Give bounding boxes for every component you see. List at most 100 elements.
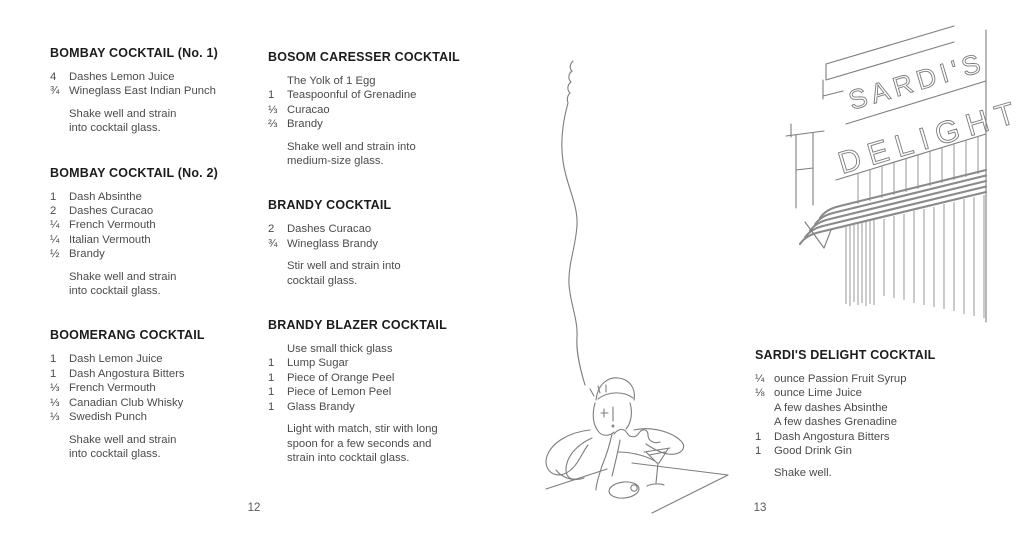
ingredient-name: Swedish Punch	[69, 411, 147, 424]
recipe-instructions: Shake well and strain into cocktail glass…	[50, 107, 245, 136]
ingredient-quantity: ¼	[755, 373, 765, 385]
beret	[595, 377, 635, 401]
ingredient-name: A few dashes Grenadine	[774, 416, 898, 429]
roof-fascia	[822, 25, 955, 100]
marquee-tube	[808, 179, 988, 233]
instruction-line: cocktail glass.	[287, 274, 358, 287]
recipe-title: BOMBAY COCKTAIL (No. 1)	[50, 46, 219, 60]
ingredient-quantity: ⅓	[268, 103, 278, 116]
ingredient-row: 1 Dash Angostura Bitters	[755, 430, 985, 444]
ingredient-row: The Yolk of 1 Egg	[268, 74, 478, 88]
awning-skirt-stripes	[883, 195, 985, 318]
sign-band-stripes	[857, 136, 979, 204]
ingredient-name: Dashes Curacao	[287, 223, 372, 236]
sign-divider-1	[845, 80, 987, 125]
sign-divider-2	[835, 133, 987, 181]
left-arm	[545, 429, 593, 481]
ingredient-name: Teaspoonful of Grenadine	[287, 89, 417, 102]
ingredient-name: Dash Angostura Bitters	[774, 430, 890, 443]
instruction-line: medium-size glass.	[287, 155, 384, 168]
ingredient-name: Glass Brandy	[287, 400, 355, 413]
ingredient-quantity	[268, 74, 287, 88]
ingredient-name: Brandy	[69, 248, 105, 261]
ingredient-quantity: 2	[268, 223, 275, 236]
ingredient-name: Dashes Curacao	[69, 205, 154, 218]
recipe-brandy-blazer-cocktail: BRANDY BLAZER COCKTAIL Use small thick g…	[268, 318, 478, 465]
ingredient-name: Italian Vermouth	[69, 233, 151, 246]
ingredient-name: Dash Absinthe	[69, 190, 142, 203]
ingredient-row: 1 Lump Sugar	[268, 356, 478, 370]
ingredient-quantity: 1	[755, 445, 762, 458]
ingredient-row: A few dashes Absinthe	[755, 401, 985, 415]
smoke-line	[561, 60, 586, 386]
ingredient-name: Piece of Lemon Peel	[287, 386, 392, 399]
table-edges	[545, 462, 729, 514]
marquee-tube	[798, 190, 988, 246]
ingredient-row: 2 Dashes Curacao	[268, 222, 478, 236]
instruction-line: Shake well.	[774, 467, 832, 480]
ingredient-quantity: 1	[268, 357, 275, 370]
ingredient-quantity: 1	[268, 371, 275, 384]
ingredient-name: Good Drink Gin	[774, 445, 852, 458]
recipe-bosom-caresser-cocktail: BOSOM CARESSER COCKTAIL The Yolk of 1 Eg…	[268, 50, 478, 168]
instruction-line: into cocktail glass.	[69, 122, 161, 135]
recipe-title: BRANDY BLAZER COCKTAIL	[268, 318, 447, 333]
marquee-tube	[813, 174, 988, 226]
support-bracket	[785, 123, 825, 209]
recipe-title: BOSOM CARESSER COCKTAIL	[268, 50, 460, 64]
ingredient-name: Lump Sugar	[287, 357, 349, 370]
ingredient-quantity: ⅓	[50, 411, 60, 424]
ingredient-row: 2 Dashes Curacao	[50, 204, 245, 218]
instruction-line: into cocktail glass.	[69, 285, 161, 298]
instruction-line: Shake well and strain	[69, 270, 177, 283]
martini-glass	[643, 447, 671, 487]
ingredient-quantity: ¾	[50, 85, 60, 98]
instruction-line: Light with match, stir with long	[287, 423, 438, 436]
ingredient-quantity: ⅓	[50, 382, 60, 395]
ingredient-quantity	[268, 342, 287, 356]
ingredient-name: Dash Angostura Bitters	[69, 367, 185, 380]
recipe-title: BRANDY COCKTAIL	[268, 198, 392, 213]
recipe-title: SARDI'S DELIGHT COCKTAIL	[755, 348, 936, 362]
recipe-instructions: Shake well.	[755, 466, 985, 480]
ingredient-name: Wineglass Brandy	[287, 237, 379, 250]
instruction-line: Shake well and strain	[69, 107, 177, 120]
ingredient-row: 1 Good Drink Gin	[755, 444, 985, 458]
ashtray	[608, 481, 640, 499]
ingredient-row: Use small thick glass	[268, 342, 478, 356]
ingredient-name: Piece of Orange Peel	[287, 371, 395, 384]
ingredient-name: French Vermouth	[69, 219, 156, 232]
instruction-line: into cocktail glass.	[69, 447, 161, 460]
ingredient-quantity: 1	[755, 430, 762, 443]
ingredient-quantity: ⅓	[50, 396, 60, 409]
ingredient-name: A few dashes Absinthe	[774, 401, 888, 414]
ingredient-quantity: 1	[50, 367, 57, 380]
awning-fold	[804, 221, 832, 249]
ingredient-name: The Yolk of 1 Egg	[287, 75, 376, 87]
ingredient-quantity: 2	[50, 205, 57, 218]
